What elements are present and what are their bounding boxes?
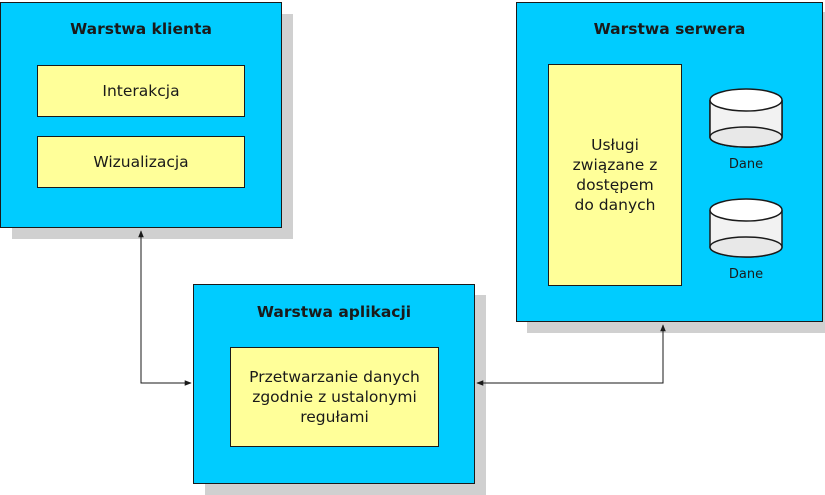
- database-icon: [709, 198, 783, 258]
- client-layer-title: Warstwa klienta: [70, 20, 212, 38]
- application-layer: Warstwa aplikacji Przetwarzanie danych z…: [193, 284, 475, 484]
- client-layer: Warstwa klienta Interakcja Wizualizacja: [0, 2, 282, 228]
- client-item-wizualizacja: Wizualizacja: [37, 136, 245, 188]
- processing-box: Przetwarzanie danych zgodnie z ustalonym…: [230, 347, 439, 447]
- database-label: Dane: [728, 267, 764, 282]
- client-item-interakcja: Interakcja: [37, 65, 245, 117]
- server-layer: Warstwa serwera Usługi związane z dostęp…: [516, 2, 823, 322]
- app-server-connector: [476, 324, 666, 386]
- server-layer-title: Warstwa serwera: [593, 20, 746, 38]
- application-layer-title: Warstwa aplikacji: [256, 303, 412, 321]
- database-label: Dane: [728, 157, 764, 172]
- database-icon: [709, 88, 783, 148]
- client-app-connector: [138, 230, 192, 386]
- data-access-services: Usługi związane z dostępem do danych: [548, 64, 682, 286]
